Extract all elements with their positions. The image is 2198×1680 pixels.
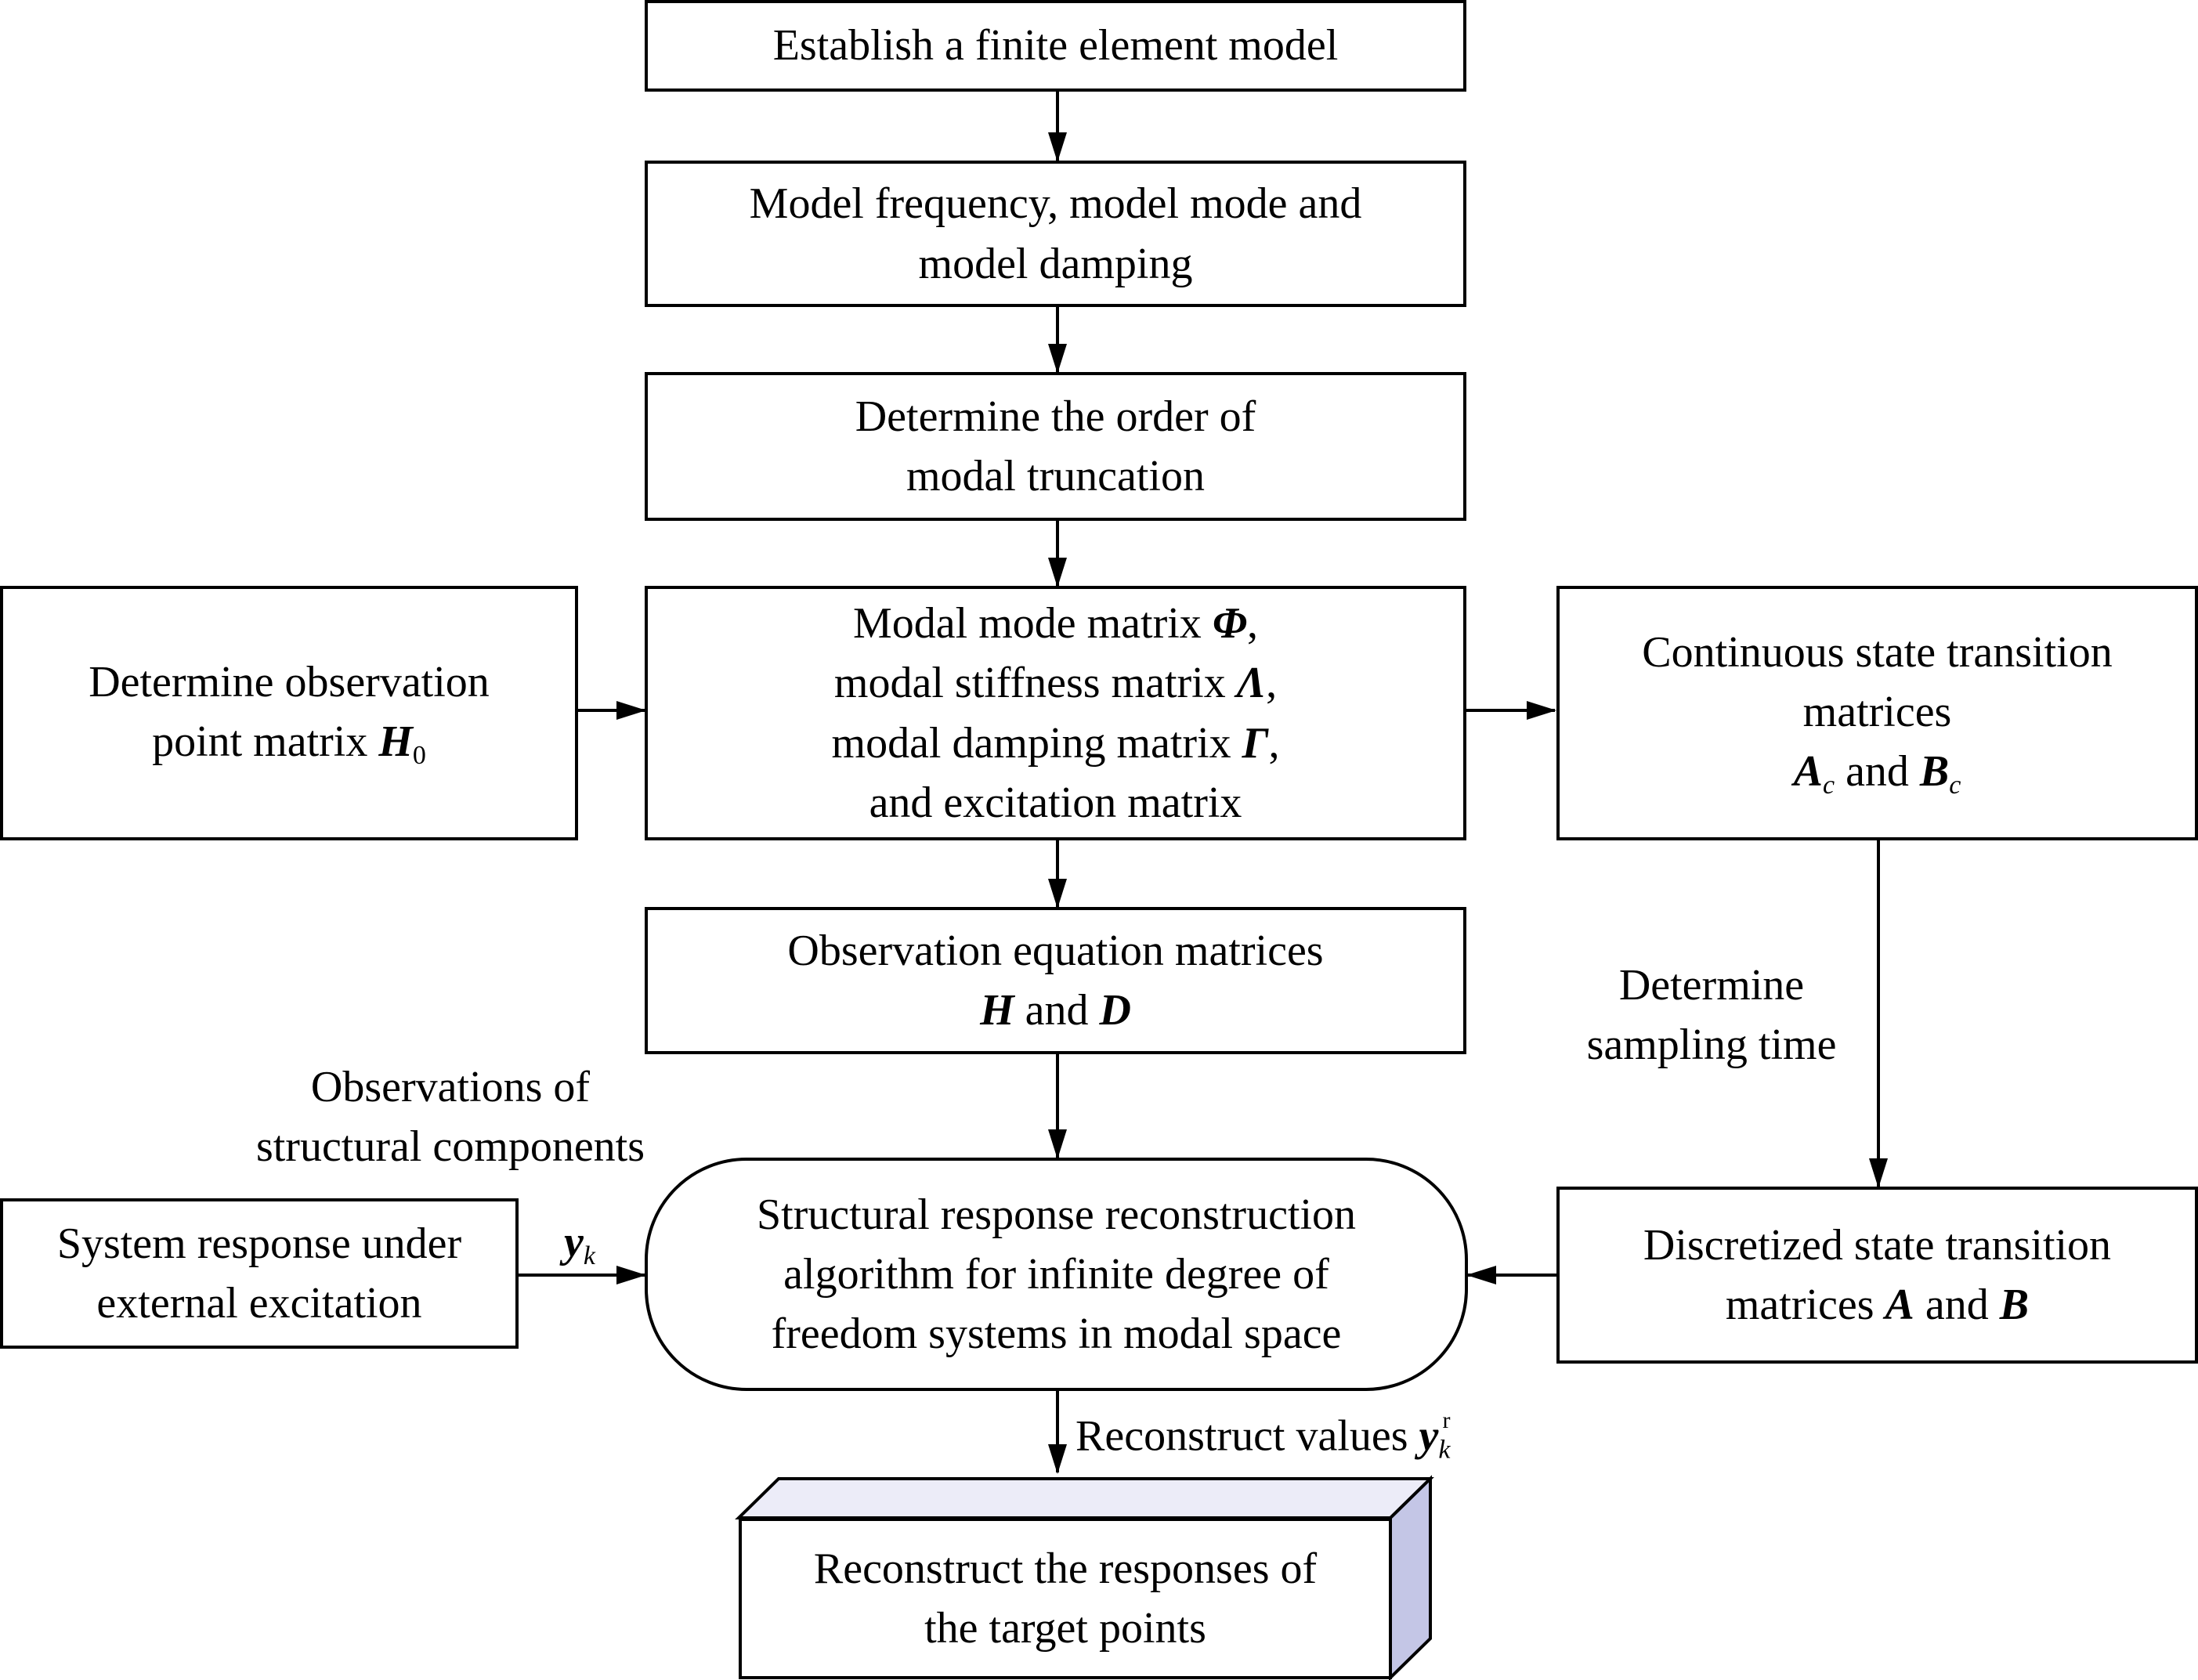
b-symbol: B bbox=[1999, 1281, 2030, 1329]
h-symbol: H bbox=[980, 986, 1014, 1035]
node-discretized-line2: matrices A and B bbox=[1725, 1281, 2030, 1329]
node-algorithm-line1: Structural response reconstruction bbox=[756, 1190, 1357, 1239]
label-reconstruct-values: Reconstruct values ykr bbox=[1076, 1407, 1451, 1465]
label-determine-sampling-time: Determine sampling time bbox=[1555, 956, 1868, 1075]
label-observations-line2: structural components bbox=[255, 1122, 645, 1172]
h0-symbol: H bbox=[378, 717, 413, 766]
ac-symbol: A bbox=[1793, 746, 1823, 796]
node-system-response-line2: external excitation bbox=[96, 1279, 422, 1328]
label-yk: yk bbox=[564, 1218, 595, 1271]
node-continuous-line3: Ac and Bc bbox=[1793, 746, 1961, 800]
node-discretized-state-transition: Discretized state transition matrices A … bbox=[1556, 1187, 2198, 1364]
node-observation-equation-matrices: Observation equation matrices H and D bbox=[645, 907, 1466, 1054]
target-prism-top bbox=[735, 1477, 1434, 1519]
node-algorithm-line3: freedom systems in modal space bbox=[771, 1310, 1342, 1359]
node-modal-truncation-line1: Determine the order of bbox=[855, 392, 1256, 441]
modal-damping-matrix-line: modal damping matrix Γ, bbox=[831, 718, 1280, 768]
yk-symbol: y bbox=[564, 1218, 584, 1266]
modal-mode-matrix-line: Modal mode matrix Φ, bbox=[853, 599, 1258, 649]
node-target-line2: the target points bbox=[924, 1604, 1206, 1653]
node-reconstruct-target-responses: Reconstruct the responses of the target … bbox=[739, 1518, 1392, 1679]
node-establish-fem-text: Establish a finite element model bbox=[772, 21, 1339, 70]
node-discretized-line1: Discretized state transition bbox=[1643, 1220, 2112, 1270]
gamma-symbol: Γ bbox=[1242, 718, 1269, 768]
node-modal-matrices: Modal mode matrix Φ, modal stiffness mat… bbox=[645, 586, 1466, 840]
bc-symbol: B bbox=[1919, 746, 1950, 796]
label-sampling-line2: sampling time bbox=[1586, 1021, 1837, 1070]
d-symbol: D bbox=[1099, 986, 1131, 1035]
node-modal-parameters-line2: model damping bbox=[918, 239, 1193, 288]
node-reconstruction-algorithm: Structural response reconstruction algor… bbox=[645, 1158, 1468, 1391]
node-continuous-line2: matrices bbox=[1802, 687, 1952, 736]
lambda-symbol: Λ bbox=[1236, 659, 1267, 708]
node-modal-truncation: Determine the order of modal truncation bbox=[645, 372, 1466, 521]
node-system-response-line1: System response under bbox=[56, 1219, 462, 1268]
phi-symbol: Φ bbox=[1212, 599, 1247, 649]
node-observation-equation-line2: H and D bbox=[980, 986, 1131, 1035]
ykr-symbol: y bbox=[1419, 1411, 1439, 1461]
node-observation-equation-line1: Observation equation matrices bbox=[787, 926, 1324, 975]
node-observation-point-line1: Determine observation bbox=[89, 657, 490, 706]
modal-stiffness-matrix-line: modal stiffness matrix Λ, bbox=[833, 659, 1278, 708]
label-sampling-line1: Determine bbox=[1618, 961, 1805, 1010]
node-modal-parameters-line1: Model frequency, model mode and bbox=[749, 179, 1362, 229]
node-continuous-line1: Continuous state transition bbox=[1642, 627, 2113, 677]
node-system-response: System response under external excitatio… bbox=[0, 1198, 519, 1349]
node-target-line1: Reconstruct the responses of bbox=[813, 1544, 1318, 1593]
label-observations-line1: Observations of bbox=[310, 1063, 591, 1111]
node-modal-truncation-line2: modal truncation bbox=[906, 452, 1205, 500]
a-symbol: A bbox=[1885, 1281, 1914, 1329]
node-algorithm-line2: algorithm for infinite degree of bbox=[783, 1249, 1329, 1299]
node-observation-point-line2: point matrix H0 bbox=[152, 717, 426, 771]
reconstruct-values-text: Reconstruct values bbox=[1076, 1411, 1419, 1461]
node-modal-parameters: Model frequency, model mode and model da… bbox=[645, 161, 1466, 307]
node-observation-point-matrix: Determine observation point matrix H0 bbox=[0, 586, 578, 840]
node-establish-fem: Establish a finite element model bbox=[645, 0, 1466, 92]
node-continuous-state-transition: Continuous state transition matrices Ac … bbox=[1556, 586, 2198, 840]
label-observations-of-components: Observations of structural components bbox=[215, 1057, 685, 1176]
excitation-matrix-line: and excitation matrix bbox=[869, 778, 1242, 827]
